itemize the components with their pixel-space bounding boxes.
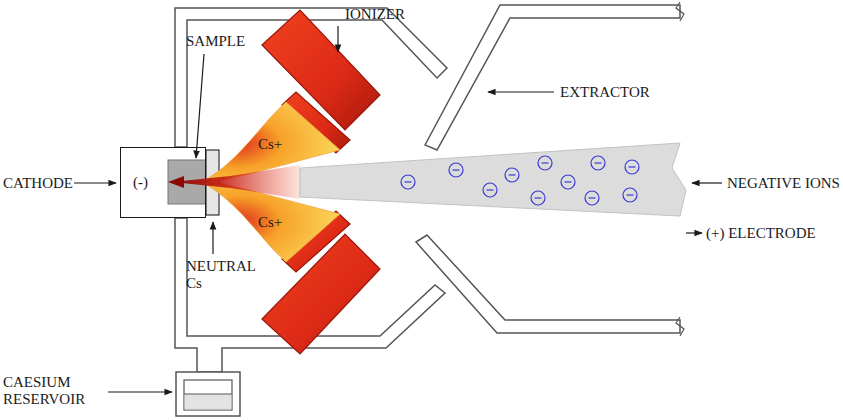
negative-ion xyxy=(505,168,519,182)
ion-minus xyxy=(405,181,412,182)
ion-minus xyxy=(595,162,602,163)
negative-ion xyxy=(561,175,575,189)
label-holder: CAESIUM RESERVOIR xyxy=(3,374,103,409)
negative-ion-symbols xyxy=(401,156,639,205)
ionizer xyxy=(262,10,380,354)
part-label: (+) ELECTRODE xyxy=(706,225,816,242)
label-holder: IONIZER xyxy=(345,5,405,23)
cs-ion-cloud: Cs+ xyxy=(200,95,345,185)
label-holder: CATHODE xyxy=(3,174,73,192)
cathode-box: (-) xyxy=(120,147,206,218)
ion-minus xyxy=(589,197,596,198)
sample xyxy=(168,160,206,204)
negative-ion xyxy=(483,183,497,197)
caesium-reservoir xyxy=(184,394,232,395)
ion-circle xyxy=(538,156,552,170)
part-label: IONIZER xyxy=(345,6,405,23)
negative-ion xyxy=(401,175,415,189)
negative-ion xyxy=(591,156,605,170)
housing-wall xyxy=(175,8,447,372)
polarity-label: (-) xyxy=(133,174,148,191)
ion-circle xyxy=(449,163,463,177)
leader-arrow xyxy=(108,391,172,392)
cs-focus-beam xyxy=(172,165,300,199)
ion-minus xyxy=(487,189,494,190)
cs-focus-beam xyxy=(168,165,300,199)
part-label: CAESIUM RESERVOIR xyxy=(3,374,103,409)
negative-ion-beam xyxy=(300,143,686,216)
ion-label: Cs+ xyxy=(258,136,282,153)
ion-minus xyxy=(535,197,542,198)
leader-arrow xyxy=(686,232,702,233)
ion-label: Cs+ xyxy=(258,214,282,231)
ion-minus xyxy=(627,194,634,195)
part-label: CATHODE xyxy=(3,175,73,192)
flame-outline xyxy=(205,181,340,262)
ion-minus xyxy=(509,174,516,175)
leader-arrow xyxy=(74,182,116,183)
leader-arrow xyxy=(488,91,554,92)
negative-ion xyxy=(538,156,552,170)
negative-ion xyxy=(449,163,463,177)
caesium-reservoir xyxy=(184,380,232,410)
ion-circle xyxy=(585,191,599,205)
ion-circle xyxy=(531,191,545,205)
sample xyxy=(168,160,206,204)
ion-circle xyxy=(483,183,497,197)
label-holder: (+) ELECTRODE xyxy=(706,224,816,242)
label-holder: EXTRACTOR xyxy=(560,83,650,101)
extractor-electrode xyxy=(676,2,684,21)
cs-focus-beam xyxy=(168,176,184,188)
negative-ion xyxy=(625,160,639,174)
housing-wall xyxy=(200,347,219,349)
caesium-reservoir xyxy=(176,372,240,416)
caesium-reservoir xyxy=(176,372,240,416)
label-holder: NEUTRAL Cs xyxy=(186,258,268,293)
part-label: NEUTRAL Cs xyxy=(186,258,268,293)
extractor-electrode xyxy=(676,317,684,336)
ion-minus xyxy=(542,162,549,163)
extractor-electrode xyxy=(425,5,680,150)
part-label: NEGATIVE IONS xyxy=(727,175,840,192)
negative-ion xyxy=(623,188,637,202)
leader-arrow xyxy=(337,26,338,52)
leader-arrow xyxy=(74,26,722,392)
ion-circle xyxy=(591,156,605,170)
ion-circle xyxy=(561,175,575,189)
ion-minus xyxy=(629,166,636,167)
part-label: EXTRACTOR xyxy=(560,84,650,101)
extractor-electrode xyxy=(416,2,684,336)
ion-circle xyxy=(505,168,519,182)
leader-arrow xyxy=(212,222,213,254)
negative-ion-beam xyxy=(300,143,686,216)
ion-circle xyxy=(625,160,639,174)
part-label: SAMPLE xyxy=(186,33,245,50)
ion-minus xyxy=(453,169,460,170)
ion-circle xyxy=(623,188,637,202)
ion-circle xyxy=(401,175,415,189)
flame-outline xyxy=(205,102,340,183)
negative-ion xyxy=(585,191,599,205)
negative-ion xyxy=(531,191,545,205)
leader-arrow xyxy=(692,182,722,183)
cs-ion-cloud: Cs+ xyxy=(200,179,345,269)
extractor-electrode xyxy=(416,235,680,333)
label-holder: SAMPLE xyxy=(186,32,245,50)
label-holder: NEGATIVE IONS xyxy=(727,174,840,192)
caesium-reservoir xyxy=(185,394,232,409)
ion-minus xyxy=(565,181,572,182)
leader-arrow xyxy=(196,54,204,158)
